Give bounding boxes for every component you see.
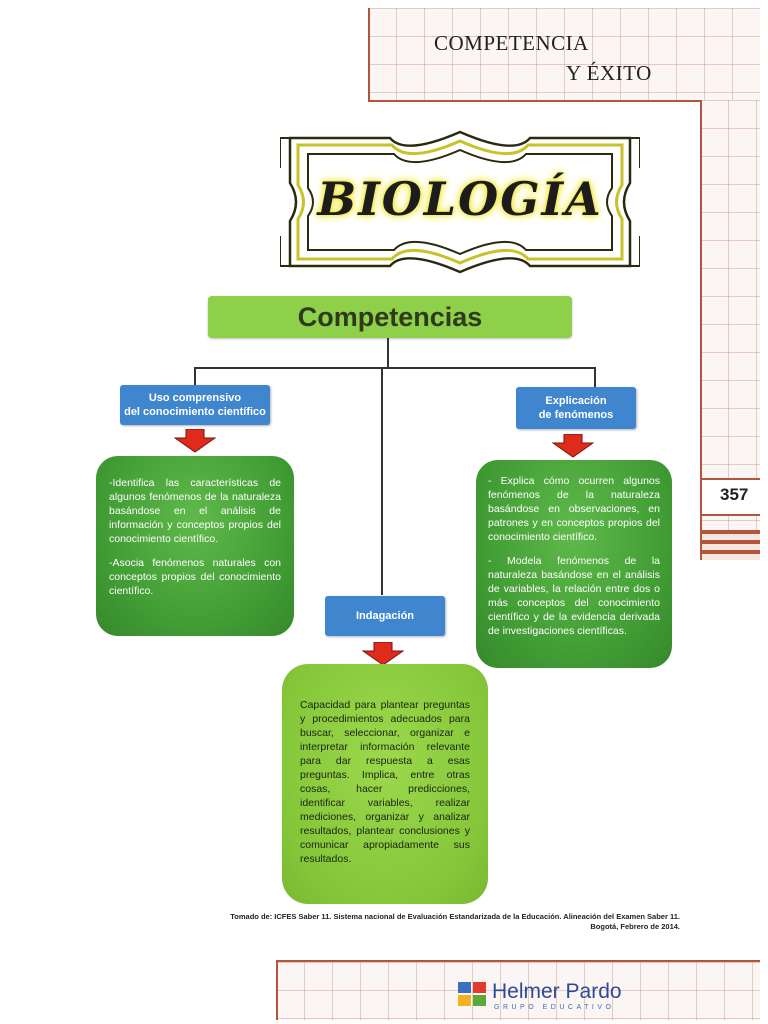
competencias-heading: Competencias — [297, 301, 483, 332]
page-number: 357 — [720, 485, 749, 504]
branch-center-label: Indagación — [355, 610, 415, 622]
footer-left-rule — [276, 960, 278, 1020]
source-note-line1: Tomado de: ICFES Saber 11. Sistema nacio… — [230, 912, 680, 921]
branch-left-text1: -Identifica las características de algun… — [109, 477, 281, 545]
footer-tagline: GRUPO EDUCATIVO — [494, 1004, 615, 1011]
branch-left-label-line2: del conocimiento científico — [124, 406, 266, 418]
header-grid-background — [368, 8, 760, 100]
branch-right-text2: - Modela fenómenos de la naturaleza basá… — [488, 555, 660, 637]
header-left-rule — [368, 8, 370, 102]
source-note: Tomado de: ICFES Saber 11. Sistema nacio… — [150, 912, 680, 932]
branch-left-text2: -Asocia fenómenos naturales con concepto… — [109, 557, 281, 597]
branch-left-content: -Identifica las características de algun… — [96, 456, 294, 636]
page-number-tab — [702, 478, 760, 516]
branch-right-content: - Explica cómo ocurren algunos fenómenos… — [476, 460, 672, 668]
header-title-line2: Y ÉXITO — [566, 61, 652, 85]
branch-right-label-box: Explicación de fenómenos — [516, 387, 636, 429]
branch-right-label-line1: Explicación — [545, 395, 607, 407]
biology-badge-frame — [280, 130, 640, 274]
arrow-down-icon — [552, 434, 594, 458]
connector-horizontal — [194, 367, 596, 369]
footer-grid-background — [276, 962, 760, 1020]
branch-left-label-box: Uso comprensivo del conocimiento científ… — [120, 385, 270, 425]
branch-right-text1: - Explica cómo ocurren algunos fenómenos… — [488, 475, 660, 543]
header-title-line1: COMPETENCIA — [434, 31, 589, 55]
branch-left-label-line1: Uso comprensivo — [148, 392, 242, 404]
connector-trunk — [387, 338, 389, 368]
branch-center-text: Capacidad para plantear preguntas y proc… — [300, 699, 470, 865]
connector-right — [594, 367, 596, 387]
branch-center-content: Capacidad para plantear preguntas y proc… — [282, 664, 488, 904]
header-bottom-rule — [368, 100, 700, 102]
source-note-line2: Bogotá, Febrero de 2014. — [590, 922, 680, 931]
footer-brand: Helmer Pardo — [492, 980, 622, 1003]
branch-center-label-box: Indagación — [325, 596, 445, 636]
competencias-heading-bar: Competencias — [208, 296, 572, 338]
arrow-down-icon — [362, 642, 404, 666]
connector-left — [194, 367, 196, 385]
helmer-pardo-logo-icon — [458, 982, 486, 1006]
side-rule — [700, 100, 702, 560]
footer-top-rule — [276, 960, 760, 962]
branch-right-label-line2: de fenómenos — [538, 409, 614, 421]
connector-center — [381, 367, 383, 595]
page-tab-stripes — [702, 530, 760, 560]
arrow-down-icon — [174, 429, 216, 453]
biology-title: BIOLOGÍA — [317, 172, 603, 226]
